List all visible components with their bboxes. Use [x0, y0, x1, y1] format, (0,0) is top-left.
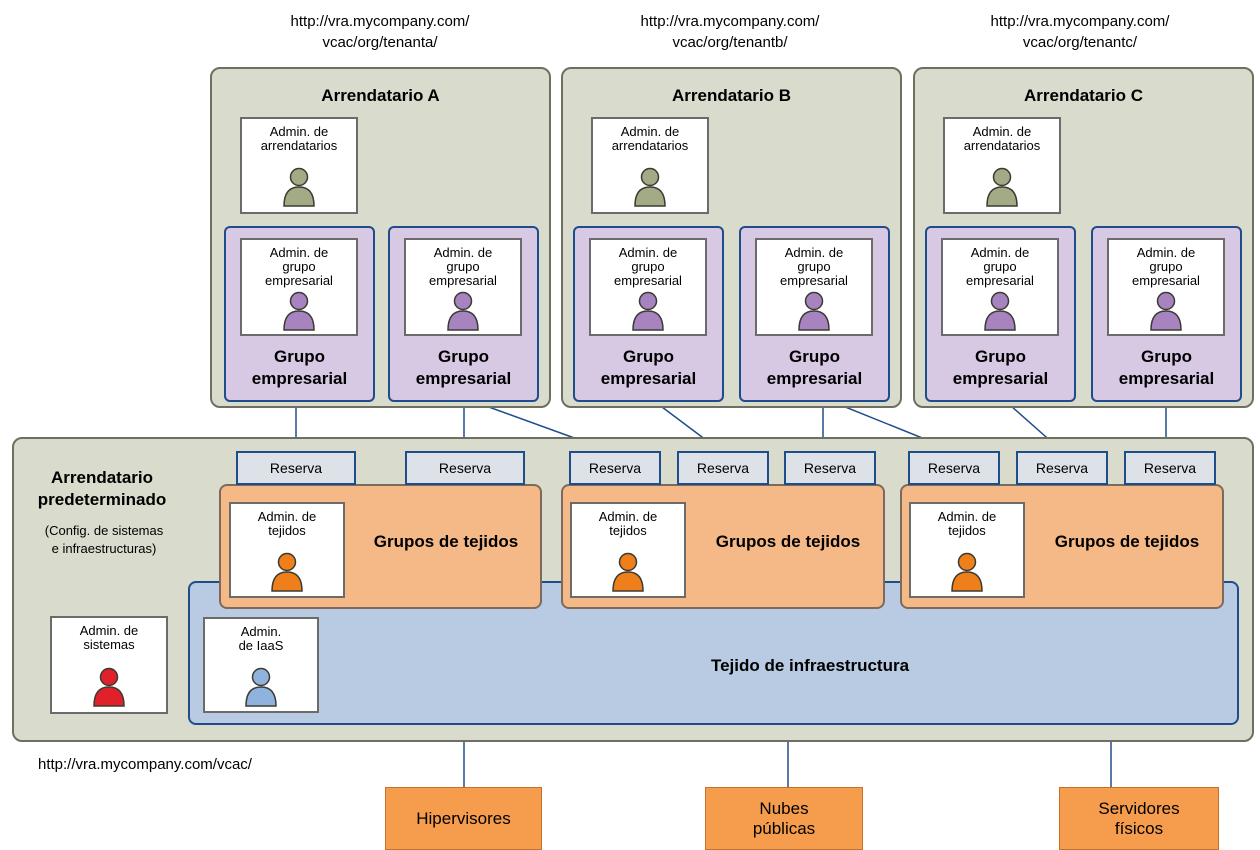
business-admin-person-icon	[632, 291, 664, 331]
business-admin-card: Admin. de grupo empresarial	[589, 238, 707, 336]
fabric-admin-person-icon	[951, 552, 983, 592]
tenant-admin-person-icon	[283, 167, 315, 207]
tenant-b-box: Arrendatario B Admin. de arrendatarios A…	[561, 67, 902, 408]
tenant-admin-card: Admin. de arrendatarios	[240, 117, 358, 214]
fabric-admin-person-icon	[612, 552, 644, 592]
business-admin-person-icon	[798, 291, 830, 331]
fabric-admin-card: Admin. de tejidos	[909, 502, 1025, 598]
fabric-admin-card: Admin. de tejidos	[229, 502, 345, 598]
reservation-box: Reserva	[908, 451, 1000, 485]
reservation-box: Reserva	[405, 451, 525, 485]
default-tenant-subtitle: (Config. de sistemas e infraestructuras)	[44, 523, 164, 556]
business-admin-person-icon	[447, 291, 479, 331]
business-group-label: Grupo empresarial	[766, 347, 863, 388]
business-group-label: Grupo empresarial	[952, 347, 1049, 388]
business-admin-card: Admin. de grupo empresarial	[1107, 238, 1225, 336]
business-group-box: Admin. de grupo empresarial Grupo empres…	[1091, 226, 1242, 402]
business-admin-label: Admin. de grupo empresarial	[265, 245, 333, 288]
business-group-box: Admin. de grupo empresarial Grupo empres…	[573, 226, 724, 402]
business-admin-card: Admin. de grupo empresarial	[404, 238, 522, 336]
business-admin-card: Admin. de grupo empresarial	[755, 238, 873, 336]
tenant-admin-person-icon	[986, 167, 1018, 207]
fabric-admin-card: Admin. de tejidos	[570, 502, 686, 598]
business-admin-card: Admin. de grupo empresarial	[240, 238, 358, 336]
tenant-b-title: Arrendatario B	[671, 86, 792, 105]
business-group-box: Admin. de grupo empresarial Grupo empres…	[224, 226, 375, 402]
default-tenant-title: Arrendatario predeterminado	[37, 468, 167, 509]
business-admin-person-icon	[1150, 291, 1182, 331]
business-admin-label: Admin. de grupo empresarial	[429, 245, 497, 288]
infrastructure-fabric-label: Tejido de infraestructura	[710, 656, 910, 675]
fabric-group-box: Admin. de tejidos Grupos de tejidos	[219, 484, 542, 609]
business-group-label: Grupo empresarial	[600, 347, 697, 388]
tenant-a-title: Arrendatario A	[321, 86, 440, 105]
system-admin-card: Admin. de sistemas	[50, 616, 168, 714]
business-group-label: Grupo empresarial	[251, 347, 348, 388]
business-group-label: Grupo empresarial	[415, 347, 512, 388]
endpoint-public-clouds-label: Nubes públicas	[752, 798, 816, 838]
business-admin-label: Admin. de grupo empresarial	[1132, 245, 1200, 288]
tenant-a-url[interactable]: http://vra.mycompany.com/ vcac/org/tenan…	[290, 13, 470, 51]
iaas-admin-label: Admin. de IaaS	[238, 624, 284, 653]
fabric-admin-label: Admin. de tejidos	[598, 509, 658, 538]
reservation-box: Reserva	[1016, 451, 1108, 485]
tenant-c-title: Arrendatario C	[1023, 86, 1144, 105]
tenant-a-box: Arrendatario A Admin. de arrendatarios A…	[210, 67, 551, 408]
reservation-box: Reserva	[569, 451, 661, 485]
fabric-group-label: Grupos de tejidos	[1054, 532, 1200, 551]
fabric-group-label: Grupos de tejidos	[715, 532, 861, 551]
business-admin-person-icon	[283, 291, 315, 331]
endpoint-hypervisors: Hipervisores	[385, 787, 542, 850]
tenant-admin-label: Admin. de arrendatarios	[260, 124, 338, 153]
default-tenant-url[interactable]: http://vra.mycompany.com/vcac/	[38, 756, 252, 773]
tenant-admin-card: Admin. de arrendatarios	[591, 117, 709, 214]
fabric-group-box: Admin. de tejidos Grupos de tejidos	[561, 484, 885, 609]
business-admin-label: Admin. de grupo empresarial	[780, 245, 848, 288]
business-group-label: Grupo empresarial	[1118, 347, 1215, 388]
business-group-box: Admin. de grupo empresarial Grupo empres…	[388, 226, 539, 402]
endpoint-physical-servers-label: Servidores físicos	[1098, 798, 1180, 838]
iaas-admin-person-icon	[245, 667, 277, 707]
tenant-c-url[interactable]: http://vra.mycompany.com/ vcac/org/tenan…	[990, 13, 1170, 51]
tenant-b-url[interactable]: http://vra.mycompany.com/ vcac/org/tenan…	[640, 13, 820, 51]
fabric-admin-label: Admin. de tejidos	[257, 509, 317, 538]
business-admin-label: Admin. de grupo empresarial	[614, 245, 682, 288]
reservation-box: Reserva	[1124, 451, 1216, 485]
fabric-admin-person-icon	[271, 552, 303, 592]
business-admin-person-icon	[984, 291, 1016, 331]
iaas-admin-card: Admin. de IaaS	[203, 617, 319, 713]
tenant-admin-card: Admin. de arrendatarios	[943, 117, 1061, 214]
system-admin-label: Admin. de sistemas	[79, 623, 139, 652]
endpoint-hypervisors-label: Hipervisores	[416, 808, 511, 828]
endpoint-public-clouds: Nubes públicas	[705, 787, 863, 850]
business-group-box: Admin. de grupo empresarial Grupo empres…	[925, 226, 1076, 402]
business-group-box: Admin. de grupo empresarial Grupo empres…	[739, 226, 890, 402]
tenant-admin-label: Admin. de arrendatarios	[963, 124, 1041, 153]
endpoint-physical-servers: Servidores físicos	[1059, 787, 1219, 850]
system-admin-person-icon	[93, 667, 125, 707]
fabric-admin-label: Admin. de tejidos	[937, 509, 997, 538]
fabric-group-box: Admin. de tejidos Grupos de tejidos	[900, 484, 1224, 609]
business-admin-card: Admin. de grupo empresarial	[941, 238, 1059, 336]
tenant-admin-label: Admin. de arrendatarios	[611, 124, 689, 153]
fabric-group-label: Grupos de tejidos	[373, 532, 519, 551]
reservation-box: Reserva	[236, 451, 356, 485]
reservation-box: Reserva	[677, 451, 769, 485]
reservation-box: Reserva	[784, 451, 876, 485]
business-admin-label: Admin. de grupo empresarial	[966, 245, 1034, 288]
tenant-c-box: Arrendatario C Admin. de arrendatarios A…	[913, 67, 1254, 408]
tenant-admin-person-icon	[634, 167, 666, 207]
